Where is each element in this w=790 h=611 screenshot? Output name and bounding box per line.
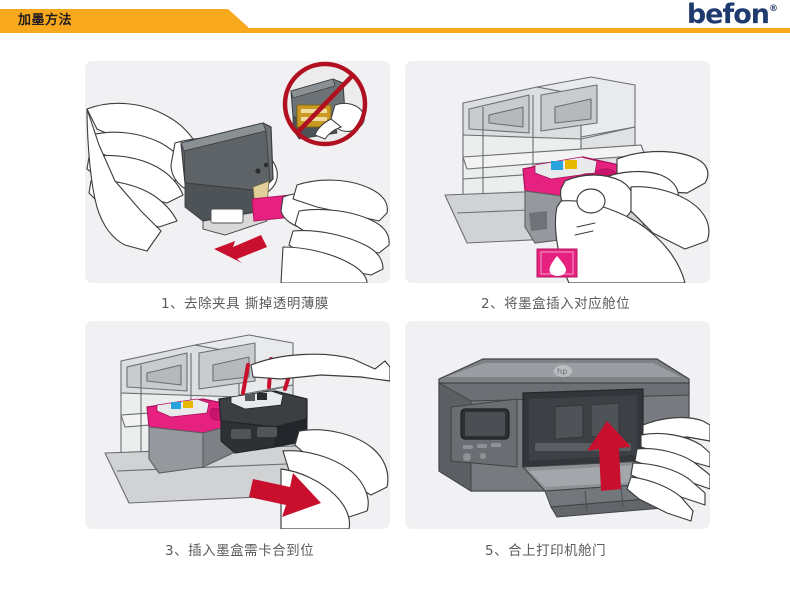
tri-color-cartridge-illustration [146, 398, 234, 474]
header-accent-rule [0, 28, 790, 33]
step-cell-4: hp [405, 321, 710, 569]
step-caption-4: 5、合上打印机舱门 [485, 543, 607, 559]
instruction-steps-grid: 1、去除夹具 撕掉透明薄膜 [85, 61, 710, 569]
step-illustration-3 [85, 321, 390, 529]
step-caption-2: 2、将墨盒插入对应舱位 [481, 296, 631, 312]
push-in-arrow-icon [249, 473, 321, 517]
step-cell-3: 3、插入墨盒需卡合到位 [85, 321, 390, 569]
step-caption-1: 1、去除夹具 撕掉透明薄膜 [161, 296, 329, 312]
brand-name: befon [686, 0, 770, 30]
header-title-tab [0, 9, 248, 33]
hand-illustration [626, 416, 710, 522]
black-cartridge-illustration [218, 357, 308, 454]
hand-illustration [554, 150, 710, 283]
no-touch-contacts-inset [282, 61, 368, 147]
magenta-ink-drop-badge [536, 248, 578, 278]
step-cell-2: 2、将墨盒插入对应舱位 [405, 61, 710, 321]
step-illustration-1 [85, 61, 390, 283]
registered-trademark-icon: ® [769, 4, 778, 14]
right-hand-illustration [280, 179, 390, 283]
brand-logo: befon ® [686, 0, 778, 30]
step-illustration-2 [405, 61, 710, 283]
page-title: 加墨方法 [18, 13, 73, 28]
svg-text:hp: hp [557, 367, 567, 376]
ink-cartridge-illustration [180, 122, 274, 236]
page-header: 加墨方法 befon ® [0, 0, 790, 48]
step-caption-3: 3、插入墨盒需卡合到位 [165, 543, 315, 559]
step-cell-1: 1、去除夹具 撕掉透明薄膜 [85, 61, 390, 321]
printer-brand-mark-icon: hp [554, 365, 572, 377]
pull-tape-arrow-icon [214, 235, 267, 263]
printer-illustration: hp [438, 358, 690, 518]
step-illustration-4: hp [405, 321, 710, 529]
close-door-arrow-icon [587, 421, 631, 491]
